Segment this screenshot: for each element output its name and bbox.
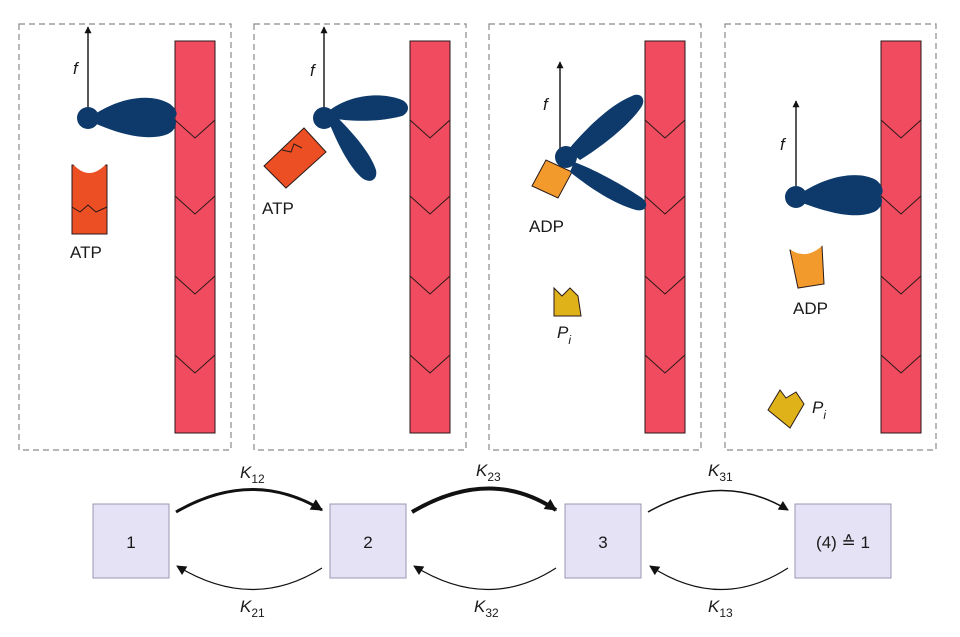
force-label: f <box>543 95 550 114</box>
adp-molecule <box>788 242 825 289</box>
panel-2: f ATP <box>253 23 467 451</box>
state-box <box>329 503 407 579</box>
phosphate-molecule <box>767 389 805 429</box>
arrow-k21 <box>176 565 323 591</box>
arrow-k31 <box>647 489 789 513</box>
rate-label-k21: K21 <box>240 597 265 620</box>
state-2: 2 <box>329 503 407 579</box>
actin-filament <box>409 40 451 434</box>
phosphate-label: Pi <box>812 398 826 422</box>
arrow-k12 <box>175 488 324 514</box>
atp-molecule <box>263 127 327 189</box>
phosphate-subscript: i <box>568 333 571 347</box>
state-box <box>564 503 642 579</box>
nucleotide-label: ADP <box>529 217 564 236</box>
force-label: f <box>780 135 787 154</box>
arrow-k23 <box>410 486 558 514</box>
force-label: f <box>73 59 80 78</box>
myosin-head <box>555 94 647 211</box>
phosphate-molecule <box>553 286 582 317</box>
panel-frame <box>724 23 937 451</box>
panel-3: f ADP Pi <box>488 23 702 451</box>
force-label: f <box>310 61 317 80</box>
panel-frame <box>488 23 702 451</box>
actin-filament <box>644 40 686 434</box>
myosin-head <box>785 175 883 216</box>
phosphate-label: Pi <box>557 323 571 347</box>
nucleotide-label: ATP <box>70 243 102 262</box>
panel-frame <box>253 23 467 451</box>
myosin-head <box>313 95 408 181</box>
nucleotide-label: ADP <box>793 299 828 318</box>
rate-label-k13: K13 <box>708 597 733 620</box>
panel-frame <box>18 23 232 451</box>
state-4: (4) ≙ 1 <box>794 503 892 579</box>
panel-4: f ADP Pi <box>724 23 937 451</box>
rate-label-k12: K12 <box>240 463 265 486</box>
rate-label-k23: K23 <box>476 461 501 484</box>
state-label: 1 <box>126 533 135 552</box>
state-box <box>92 503 170 579</box>
actin-filament <box>174 40 216 434</box>
state-label: 2 <box>363 533 372 552</box>
state-label: (4) ≙ 1 <box>816 533 870 552</box>
phosphate-subscript: i <box>823 408 826 422</box>
rate-label-k31: K31 <box>708 461 733 484</box>
state-box <box>794 503 892 579</box>
atp-molecule <box>71 160 108 235</box>
panel-1: f ATP <box>18 23 232 451</box>
actin-filament <box>880 40 922 434</box>
nucleotide-label: ATP <box>262 199 294 218</box>
state-label: 3 <box>598 533 607 552</box>
myosin-head <box>77 97 177 138</box>
rate-label-k32: K32 <box>474 597 499 620</box>
state-3: 3 <box>564 503 642 579</box>
state-1: 1 <box>92 503 170 579</box>
arrow-k32 <box>413 565 557 591</box>
arrow-k13 <box>649 565 789 591</box>
